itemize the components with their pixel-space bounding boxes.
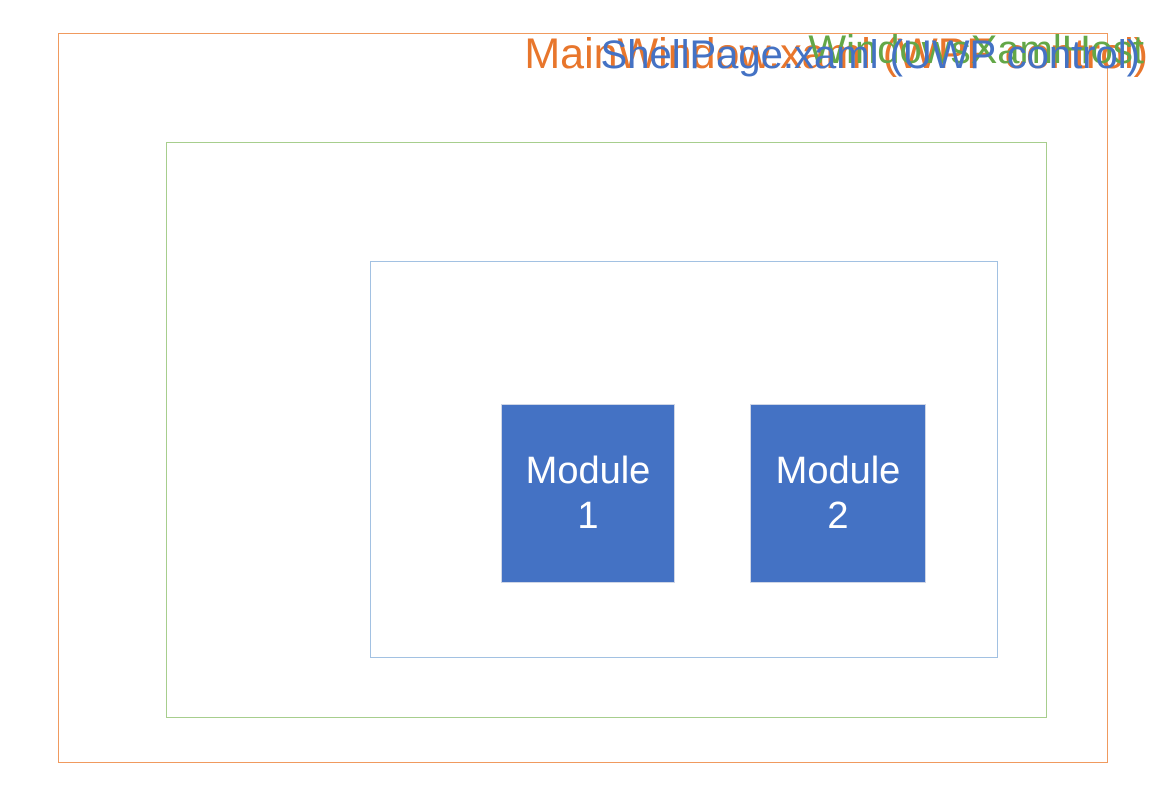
container-mainwindow-xaml <box>58 33 1108 763</box>
module-block-2: Module 2 <box>750 404 926 583</box>
module-block-1-name: Module <box>525 449 651 492</box>
module-block-2-name: Module <box>775 449 901 492</box>
container-label-shellpage-xaml: ShellPage.xaml (UWP control) <box>600 33 1140 77</box>
container-label-windowsxamlhost: WindowsXamlHost <box>808 28 1144 72</box>
module-block-1-number: 1 <box>577 494 599 537</box>
container-windowsxamlhost <box>166 142 1047 718</box>
module-block-2-number: 2 <box>827 494 849 537</box>
container-shellpage-xaml <box>370 261 998 658</box>
container-label-mainwindow-xaml: MainWindow.xaml (WPF control) <box>524 30 1148 78</box>
module-block-1: Module 1 <box>501 404 675 583</box>
